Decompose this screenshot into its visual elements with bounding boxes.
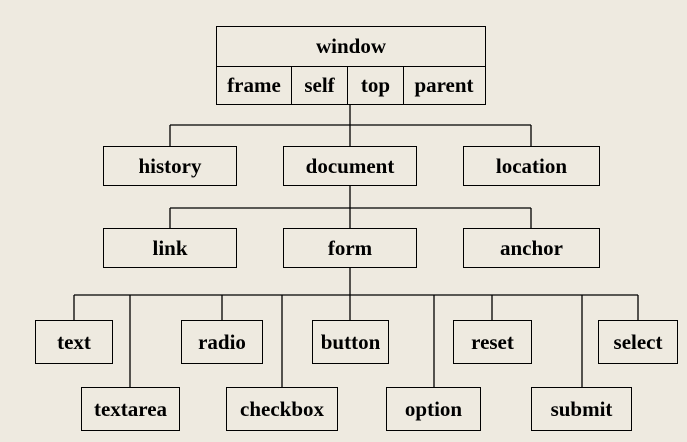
window-prop-self: self	[291, 67, 347, 104]
node-text: text	[35, 320, 113, 364]
node-link: link	[103, 228, 237, 268]
node-radio: radio	[181, 320, 263, 364]
node-select: select	[598, 320, 678, 364]
node-checkbox: checkbox	[226, 387, 338, 431]
node-button: button	[312, 320, 389, 364]
node-history: history	[103, 146, 237, 186]
node-document: document	[283, 146, 417, 186]
window-node: window frame self top parent	[216, 26, 486, 105]
node-anchor: anchor	[463, 228, 600, 268]
window-prop-top: top	[347, 67, 403, 104]
node-submit: submit	[531, 387, 632, 431]
node-reset: reset	[453, 320, 532, 364]
window-title: window	[217, 27, 485, 67]
window-prop-frame: frame	[227, 73, 281, 97]
node-location: location	[463, 146, 600, 186]
node-form: form	[283, 228, 417, 268]
node-textarea: textarea	[81, 387, 180, 431]
window-prop-parent: parent	[403, 67, 484, 104]
node-option: option	[386, 387, 481, 431]
